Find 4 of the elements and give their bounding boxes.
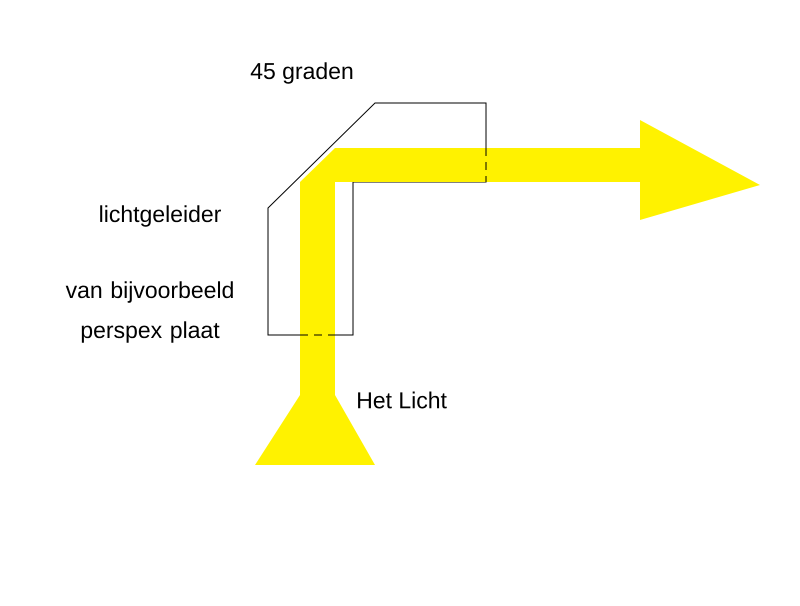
label: Het Licht — [358, 392, 447, 408]
label: van bijvoorbeeld perspex plaat — [66, 281, 233, 343]
label: lichtgeleider — [100, 205, 221, 227]
label: 45 graden — [250, 62, 352, 84]
